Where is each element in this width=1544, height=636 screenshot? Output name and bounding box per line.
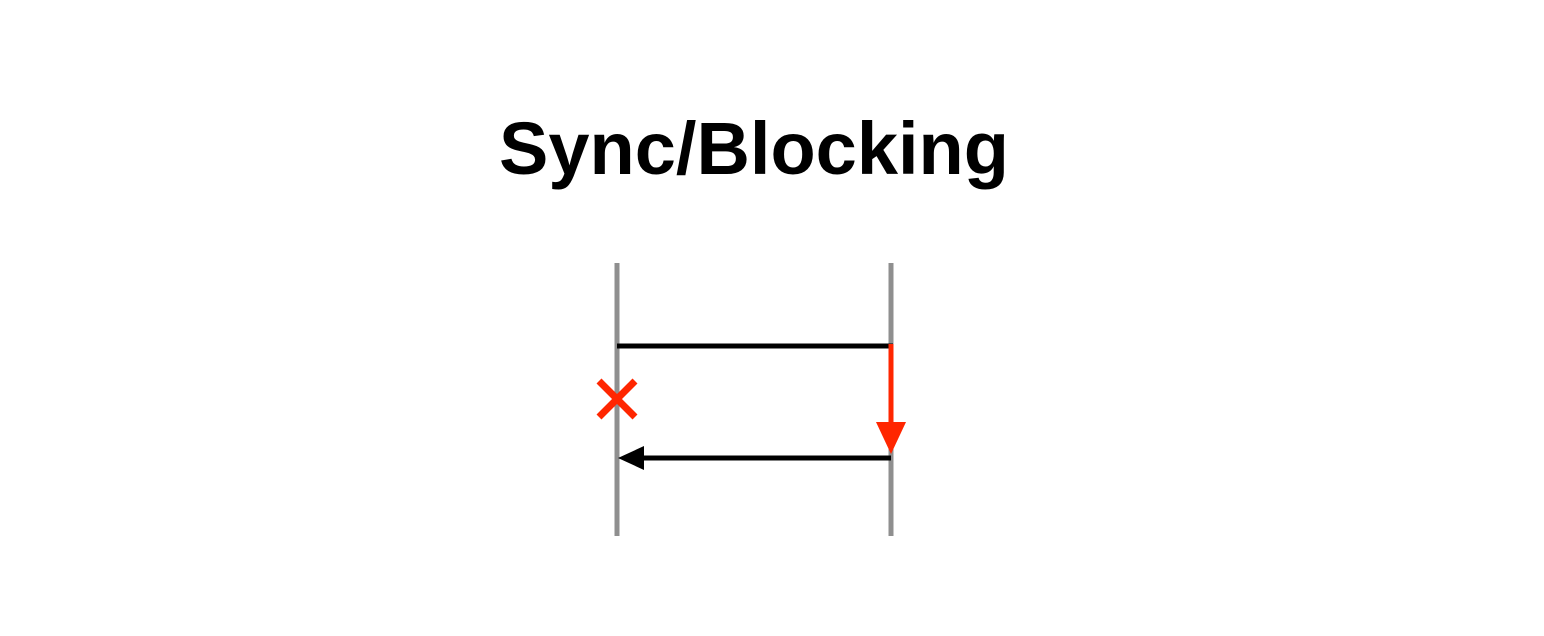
diagram-title: Sync/Blocking — [499, 107, 1009, 190]
response-arrow-head — [618, 446, 644, 470]
processing-arrow-head — [876, 422, 906, 454]
close-icon — [596, 378, 638, 420]
